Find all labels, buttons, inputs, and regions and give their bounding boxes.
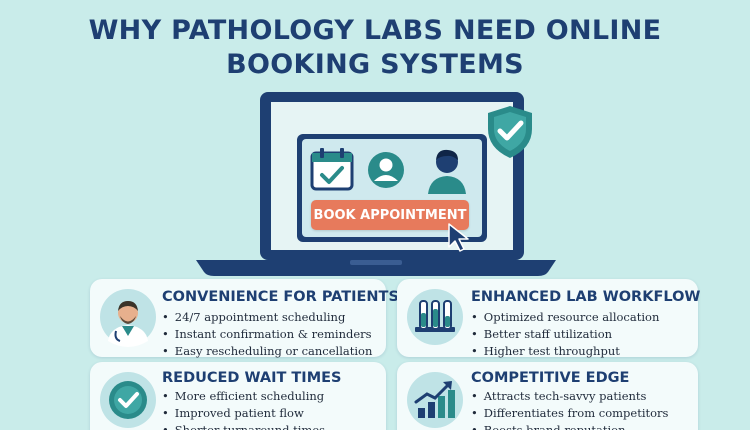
card-list: 24/7 appointment scheduling Instant conf…: [162, 309, 373, 360]
test-tubes-icon: [407, 289, 463, 345]
card-reduced-wait: REDUCED WAIT TIMES More efficient schedu…: [90, 362, 386, 430]
card-competitive-edge: COMPETITIVE EDGE Attracts tech-savvy pat…: [397, 362, 698, 430]
card-list: Optimized resource allocation Better sta…: [471, 309, 660, 360]
list-item: Higher test throughput: [471, 343, 659, 360]
list-item: 24/7 appointment scheduling: [162, 309, 372, 326]
shield-check-icon: [488, 106, 532, 158]
list-item: Better staff utilization: [471, 326, 659, 343]
patient-avatar-icon: [428, 149, 466, 194]
list-item: Improved patient flow: [162, 405, 325, 422]
doctor-icon: [100, 289, 156, 347]
book-appointment-button[interactable]: BOOK APPOINTMENT: [311, 200, 469, 230]
card-list: Attracts tech-savvy patients Differentia…: [471, 388, 669, 430]
list-item: Instant confirmation & reminders: [162, 326, 372, 343]
card-convenience: CONVENIENCE FOR PATIENTS 24/7 appointmen…: [90, 279, 399, 360]
cursor-arrow-icon: [448, 223, 469, 252]
page-title: WHY PATHOLOGY LABS NEED ONLINE BOOKING S…: [0, 14, 750, 82]
list-item: Boosts brand reputation: [471, 422, 668, 430]
calendar-check-icon: [310, 148, 354, 191]
title-line-1: WHY PATHOLOGY LABS NEED ONLINE: [88, 15, 662, 46]
card-lab-workflow: ENHANCED LAB WORKFLOW Optimized resource…: [397, 279, 701, 360]
list-item: Shorter turnaround times: [162, 422, 325, 430]
user-profile-icon: [368, 152, 404, 188]
card-heading: REDUCED WAIT TIMES: [162, 370, 342, 386]
list-item: Differentiates from competitors: [471, 405, 669, 422]
card-heading: COMPETITIVE EDGE: [471, 370, 630, 386]
card-heading: ENHANCED LAB WORKFLOW: [471, 289, 701, 305]
title-line-2: BOOKING SYSTEMS: [226, 49, 524, 80]
check-badge-icon: [100, 372, 156, 428]
list-item: Attracts tech-savvy patients: [471, 388, 668, 405]
list-item: Easy rescheduling or cancellation: [162, 343, 373, 360]
card-heading: CONVENIENCE FOR PATIENTS: [162, 289, 399, 305]
list-item: More efficient scheduling: [162, 388, 325, 405]
growth-chart-icon: [407, 372, 463, 428]
list-item: Optimized resource allocation: [471, 309, 660, 326]
card-list: More efficient scheduling Improved patie…: [162, 388, 325, 430]
